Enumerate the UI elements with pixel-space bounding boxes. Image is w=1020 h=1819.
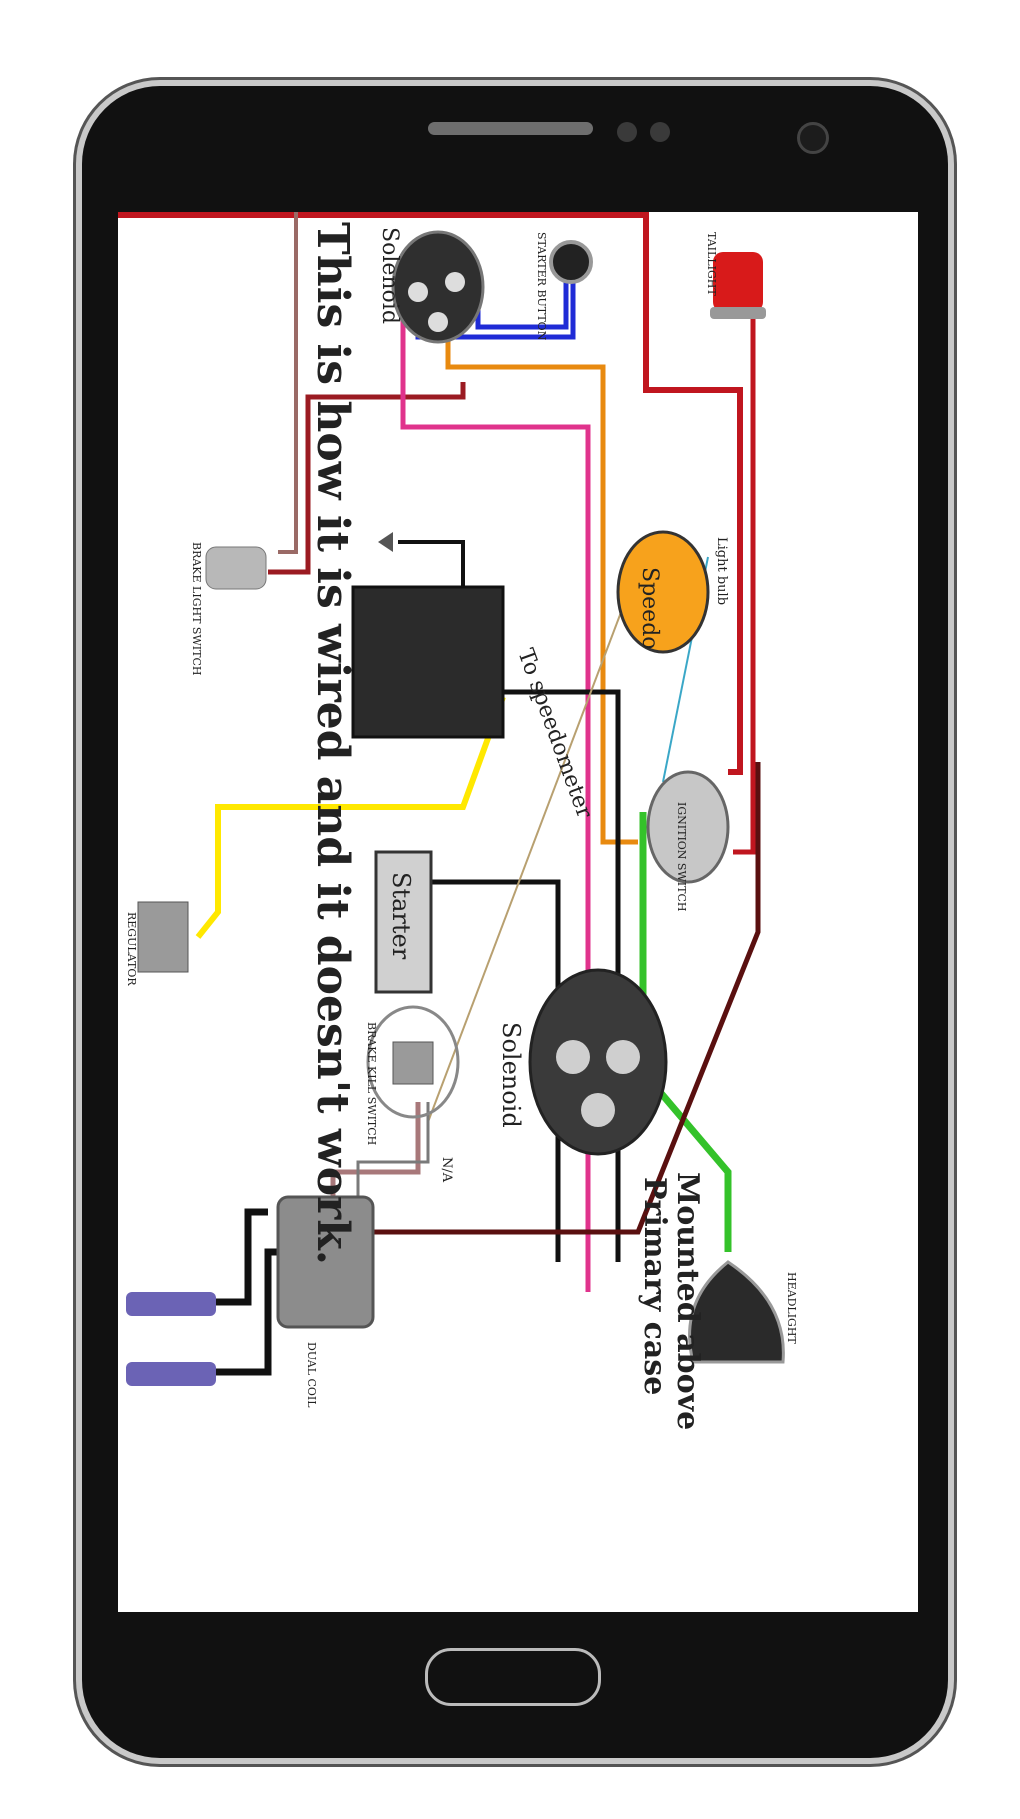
label-starter-button: STARTER BUTTON: [535, 232, 548, 341]
wire-kill-2: [356, 1102, 430, 1222]
taillight-icon: [713, 252, 763, 312]
wire-green: [639, 812, 732, 1252]
solenoid-terminal: [556, 1040, 590, 1074]
wire-yellow: [195, 695, 506, 939]
brake-kill-switch-icon: [366, 1005, 460, 1119]
label-brake-light-switch: BRAKE LIGHT SWITCH: [190, 542, 203, 675]
wire-red-frame: [118, 212, 743, 775]
wire-pink: [400, 282, 591, 1292]
wiring-diagram: This is how it is wired and it doesn't w…: [118, 212, 798, 1430]
regulator-icon: [137, 901, 189, 973]
phone-speaker: [428, 122, 593, 135]
brake-kill-switch-body: [392, 1041, 434, 1085]
home-button[interactable]: [425, 1648, 601, 1706]
solenoid-terminal: [581, 1093, 615, 1127]
label-brake-kill-switch: BRAKE KILL SWITCH: [365, 1022, 378, 1145]
solenoid-terminal: [408, 282, 428, 302]
label-to-speedometer: To speedometer: [512, 646, 597, 822]
sensor-dot: [650, 122, 670, 142]
wire-speedo-thin: [427, 606, 624, 1123]
wire-darkred: [268, 382, 466, 575]
label-taillight: TAILLIGHT: [705, 232, 718, 296]
wire-orange: [445, 292, 638, 845]
dual-coil-icon: [276, 1195, 375, 1329]
ground-arrow-icon: [378, 532, 393, 552]
solenoid-terminal: [606, 1040, 640, 1074]
wire-plug-2: [213, 1248, 278, 1376]
label-ignition-switch: IGNITION SWITCH: [675, 802, 688, 911]
label-primary-case: Primary case: [637, 1177, 672, 1395]
label-headlight: HEADLIGHT: [785, 1272, 798, 1344]
label-speedo: Speedo: [637, 567, 662, 650]
ignition-switch-icon: [646, 770, 730, 884]
brake-light-switch-icon: [205, 546, 267, 590]
wire-maroon: [348, 762, 761, 1235]
solenoid-terminal: [445, 272, 465, 292]
front-camera-icon: [797, 122, 829, 154]
label-na: N/A: [439, 1157, 454, 1183]
solenoid-top-icon: [391, 230, 485, 344]
screen: This is how it is wired and it doesn't w…: [118, 212, 918, 1612]
battery-icon: [351, 585, 505, 739]
label-dual-coil: DUAL COIL: [305, 1342, 318, 1408]
speedo-icon: [616, 530, 710, 654]
label-mounted-above: Mounted above: [670, 1172, 705, 1430]
sensor-dot: [617, 122, 637, 142]
starter-icon: [374, 850, 433, 994]
label-solenoid-top: Solenoid: [377, 227, 402, 324]
ground-wire: [398, 540, 465, 587]
starter-button-icon: [549, 240, 593, 284]
solenoid-terminal: [428, 312, 448, 332]
label-starter: Starter: [387, 872, 415, 960]
headlight-icon: [688, 1260, 785, 1364]
label-regulator: REGULATOR: [125, 912, 138, 986]
diagram-caption: This is how it is wired and it doesn't w…: [307, 222, 358, 1265]
wire-brown: [278, 212, 298, 554]
label-solenoid-bottom: Solenoid: [497, 1022, 525, 1128]
taillight-base: [710, 307, 766, 319]
label-light-bulb: Light bulb: [714, 537, 729, 605]
wire-plug-1: [208, 1208, 268, 1306]
spark-plug-icon: [126, 1362, 216, 1386]
spark-plug-icon: [126, 1292, 216, 1316]
solenoid-bottom-icon: [528, 968, 668, 1156]
